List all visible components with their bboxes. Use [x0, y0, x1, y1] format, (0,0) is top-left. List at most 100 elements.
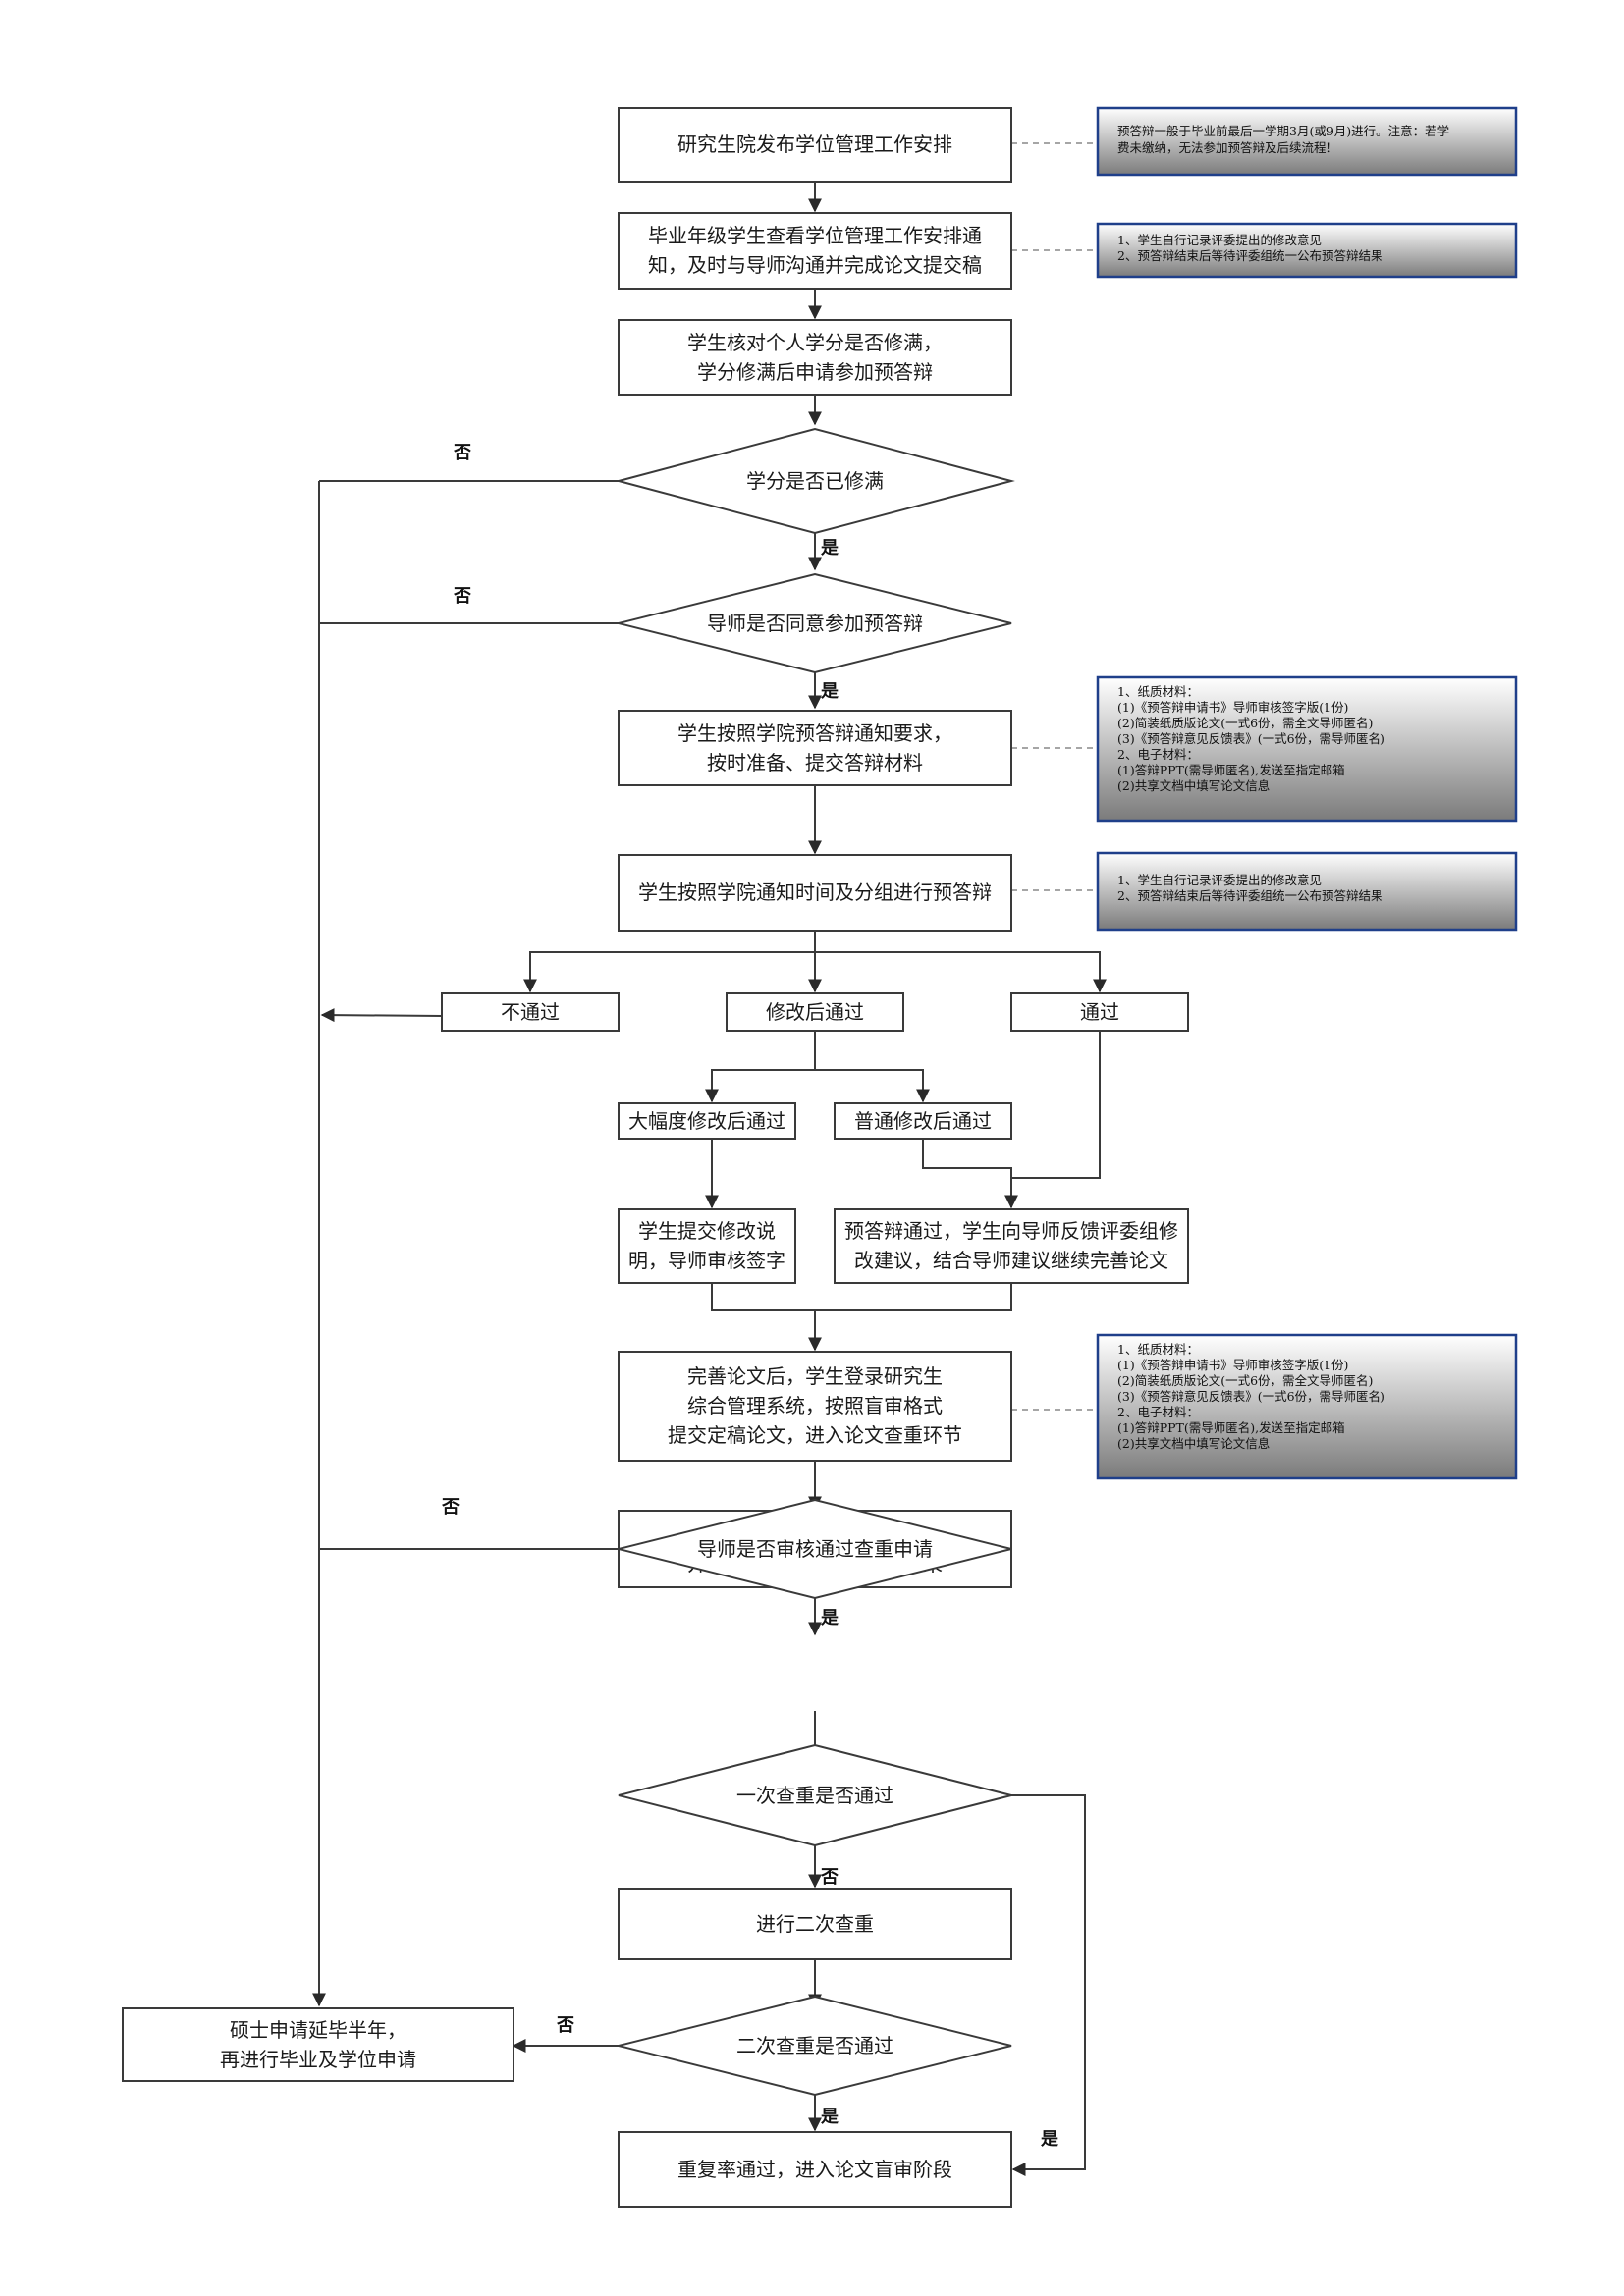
note-materials-1-text: 1、纸质材料：(1)《预答辩申请书》导师审核签字版(1份)(2)简装纸质版论文(… [1117, 684, 1385, 793]
text-line: 2、预答辩结束后等待评委组统一公布预答辩结果 [1117, 248, 1383, 263]
decision-advisor-agree: 导师是否同意参加预答辩 [618, 572, 1012, 674]
step-finalize: 完善论文后，学生登录研究生综合管理系统，按照盲审格式提交定稿论文，进入论文查重环… [618, 1351, 1012, 1462]
text-line: 1、纸质材料： [1117, 1342, 1199, 1357]
text-line: 提交定稿论文，进入论文查重环节 [668, 1423, 962, 1447]
label-yes-credits: 是 [820, 538, 839, 559]
text-line: 通过 [1080, 1000, 1119, 1024]
text-line: (1)答辩PPT(需导师匿名),发送至指定邮箱 [1117, 1420, 1345, 1435]
result-pass-after-revision-text: 修改后通过 [766, 1000, 864, 1024]
text-line: 大幅度修改后通过 [628, 1109, 785, 1133]
step-publish: 研究生院发布学位管理工作安排 [618, 107, 1012, 183]
text-line: 学生按照学院通知时间及分组进行预答辩 [638, 881, 992, 904]
decision-second-check-pass-text: 二次查重是否通过 [736, 2034, 893, 2057]
text-line: (2)简装纸质版论文(一式6份，需全文导师匿名) [1117, 1373, 1373, 1388]
label-no-second-check: 否 [556, 2015, 574, 2036]
note-materials-2: 1、纸质材料：(1)《预答辩申请书》导师审核签字版(1份)(2)简装纸质版论文(… [1096, 1333, 1518, 1480]
step-finalize-text: 完善论文后，学生登录研究生综合管理系统，按照盲审格式提交定稿论文，进入论文查重环… [668, 1364, 962, 1447]
step-check-credits-text: 学生核对个人学分是否修满， 学分修满后申请参加预答辩 [687, 331, 943, 384]
label-no-first-check: 否 [820, 1867, 839, 1888]
step-major-revision: 大幅度修改后通过 [618, 1102, 796, 1140]
text-line: 学生提交修改说 [638, 1219, 776, 1243]
decision-advisor-check-approve-text: 导师是否审核通过查重申请 [697, 1537, 933, 1561]
step-check-credits: 学生核对个人学分是否修满， 学分修满后申请参加预答辩 [618, 319, 1012, 396]
step-submit-explanation: 学生提交修改说明，导师审核签字 [618, 1208, 796, 1284]
result-pass: 通过 [1010, 992, 1189, 1032]
text-line: 按时准备、提交答辩材料 [707, 751, 923, 774]
text-line: 1、学生自行记录评委提出的修改意见 [1117, 873, 1322, 887]
result-pass-text: 通过 [1080, 1000, 1119, 1024]
label-yes-check-approve: 是 [820, 1608, 839, 1629]
text-line: 2、电子材料： [1117, 1405, 1199, 1419]
decision-advisor-check-approve: 导师是否审核通过查重申请 [618, 1498, 1012, 1600]
note-materials-2-text: 1、纸质材料：(1)《预答辩申请书》导师审核签字版(1份)(2)简装纸质版论文(… [1117, 1342, 1385, 1451]
text-line: 学生按照学院预答辩通知要求， [677, 721, 952, 745]
text-line: 修改后通过 [766, 1000, 864, 1024]
text-line: 再进行毕业及学位申请 [220, 2048, 416, 2071]
label-no-credits: 否 [453, 443, 471, 463]
result-fail-text: 不通过 [501, 1000, 560, 1024]
text-line: 2、电子材料： [1117, 747, 1199, 762]
text-line: 硕士申请延毕半年， [230, 2018, 406, 2042]
step-check-notice: 毕业年级学生查看学位管理工作安排通知，及时与导师沟通并完成论文提交稿 [618, 212, 1012, 290]
text-line: (2)简装纸质版论文(一式6份，需全文导师匿名) [1117, 716, 1373, 730]
step-feedback-text: 预答辩通过，学生向导师反馈评委组修改建议，结合导师建议继续完善论文 [844, 1219, 1178, 1272]
step-publish-text: 研究生院发布学位管理工作安排 [677, 133, 952, 156]
step-extend-text: 硕士申请延毕半年， 再进行毕业及学位申请 [220, 2018, 416, 2071]
note-predefense-timing-text: 预答辩一般于毕业前最后一学期3月(或9月)进行。注意：若学费未缴纳，无法参加预答… [1117, 124, 1449, 155]
text-line: 重复率通过，进入论文盲审阶段 [677, 2158, 952, 2181]
note-materials-1: 1、纸质材料：(1)《预答辩申请书》导师审核签字版(1份)(2)简装纸质版论文(… [1096, 675, 1518, 823]
text-line: 完善论文后，学生登录研究生 [687, 1364, 943, 1388]
decision-second-check-pass: 二次查重是否通过 [618, 1995, 1012, 2097]
text-line: 1、纸质材料： [1117, 684, 1199, 699]
text-line: 学生核对个人学分是否修满， [687, 331, 943, 354]
text-line: 毕业年级学生查看学位管理工作安排通 [648, 224, 982, 247]
step-submit-explanation-text: 学生提交修改说明，导师审核签字 [628, 1219, 785, 1272]
step-feedback: 预答辩通过，学生向导师反馈评委组修改建议，结合导师建议继续完善论文 [834, 1208, 1189, 1284]
text-line: 预答辩一般于毕业前最后一学期3月(或9月)进行。注意：若学 [1117, 124, 1449, 138]
result-fail: 不通过 [441, 992, 620, 1032]
text-line: 研究生院发布学位管理工作安排 [677, 133, 952, 156]
step-normal-revision-text: 普通修改后通过 [854, 1109, 992, 1133]
step-extend: 硕士申请延毕半年， 再进行毕业及学位申请 [122, 2007, 514, 2082]
text-line: (2)共享文档中填写论文信息 [1117, 1436, 1270, 1451]
step-check-notice-text: 毕业年级学生查看学位管理工作安排通知，及时与导师沟通并完成论文提交稿 [648, 224, 982, 277]
text-line: 费未缴纳，无法参加预答辩及后续流程！ [1117, 140, 1338, 155]
step-second-check-text: 进行二次查重 [756, 1912, 874, 1936]
text-line: 进行二次查重 [756, 1912, 874, 1936]
label-no-advisor: 否 [453, 586, 471, 607]
step-predefense-text: 学生按照学院通知时间及分组进行预答辩 [638, 881, 992, 904]
text-line: 明，导师审核签字 [628, 1249, 785, 1272]
text-line: (3)《预答辩意见反馈表》(一式6份，需导师匿名) [1117, 731, 1385, 746]
decision-first-check-pass: 一次查重是否通过 [618, 1743, 1012, 1847]
note-predefense-timing: 预答辩一般于毕业前最后一学期3月(或9月)进行。注意：若学费未缴纳，无法参加预答… [1096, 106, 1518, 177]
text-line: 综合管理系统，按照盲审格式 [687, 1394, 943, 1417]
label-no-check-approve: 否 [441, 1497, 460, 1518]
text-line: (3)《预答辩意见反馈表》(一式6份，需导师匿名) [1117, 1389, 1385, 1404]
step-prepare: 学生按照学院预答辩通知要求， 按时准备、提交答辩材料 [618, 710, 1012, 786]
decision-credits-complete-text: 学分是否已修满 [746, 469, 884, 493]
text-line: 普通修改后通过 [854, 1109, 992, 1133]
text-line: 学分修满后申请参加预答辩 [697, 360, 933, 384]
decision-credits-complete: 学分是否已修满 [615, 427, 1015, 535]
connectors [312, 142, 1107, 2176]
label-yes-first-check: 是 [1040, 2129, 1058, 2150]
step-prepare-text: 学生按照学院预答辩通知要求， 按时准备、提交答辩材料 [677, 721, 952, 774]
text-line: 预答辩通过，学生向导师反馈评委组修 [844, 1219, 1178, 1243]
step-major-revision-text: 大幅度修改后通过 [628, 1109, 785, 1133]
text-line: (2)共享文档中填写论文信息 [1117, 778, 1270, 793]
text-line: 不通过 [501, 1000, 560, 1024]
step-blind-review-text: 重复率通过，进入论文盲审阶段 [677, 2158, 952, 2181]
label-yes-second-check: 是 [820, 2107, 839, 2127]
result-pass-after-revision: 修改后通过 [726, 992, 904, 1032]
decision-first-check-pass-text: 一次查重是否通过 [736, 1784, 893, 1807]
text-line: 1、学生自行记录评委提出的修改意见 [1117, 233, 1322, 247]
text-line: 改建议，结合导师建议继续完善论文 [854, 1249, 1168, 1272]
text-line: (1)《预答辩申请书》导师审核签字版(1份) [1117, 1358, 1348, 1372]
label-yes-advisor: 是 [820, 681, 839, 702]
step-predefense: 学生按照学院通知时间及分组进行预答辩 [618, 854, 1012, 932]
